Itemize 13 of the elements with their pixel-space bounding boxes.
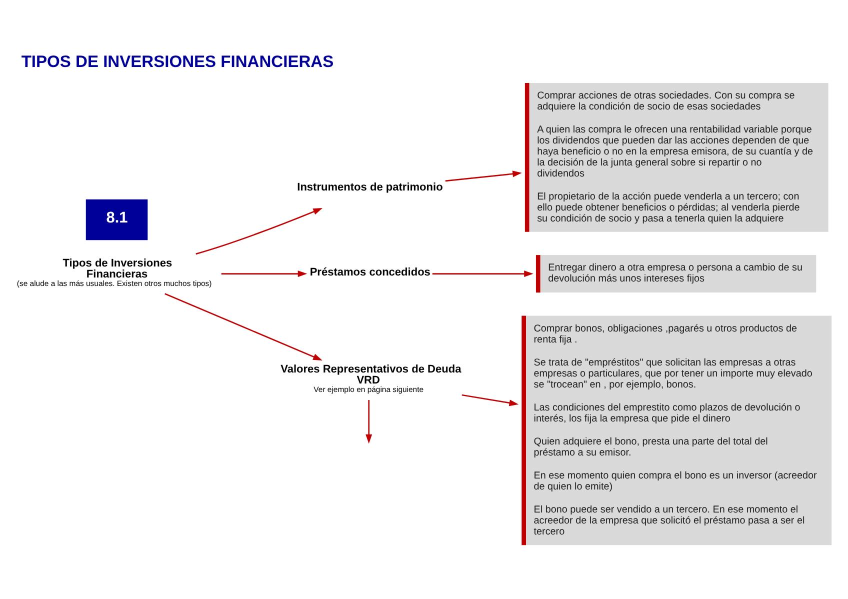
node-text: Valores Representativos de Deuda VRD Ver ejemplo en página siguiente: [280, 363, 462, 394]
arrow: [164, 292, 322, 360]
arrow: [445, 170, 522, 182]
arrow: [196, 208, 322, 254]
node-text: Préstamos concedidos: [310, 266, 430, 278]
arrow: [366, 400, 372, 444]
arrow: [432, 270, 534, 277]
diagram-title: TIPOS DE INVERSIONES FINANCIERAS: [21, 51, 334, 70]
arrow: [462, 394, 519, 406]
arrow: [221, 270, 308, 277]
node-text: Tipos de Inversiones Financieras (se alude a las más usuales. Existen otros muchos tipos): [16, 257, 212, 288]
label: 8.1: [106, 209, 128, 226]
node-text: Instrumentos de patrimonio: [297, 181, 443, 194]
